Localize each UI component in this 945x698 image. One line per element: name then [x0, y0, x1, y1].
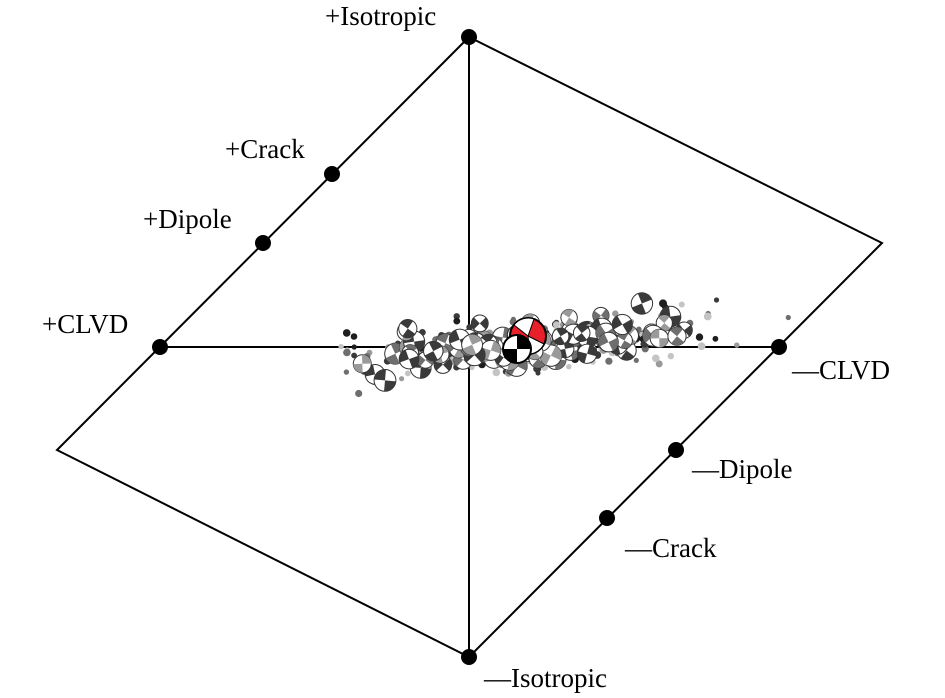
- point-pos-isotropic: [461, 29, 477, 45]
- event-dot: [355, 389, 363, 398]
- event-dot: [469, 365, 475, 371]
- point-neg-isotropic: [461, 649, 477, 665]
- event-dot: [399, 376, 405, 382]
- label-pos-isotropic: +Isotropic: [325, 1, 436, 31]
- event-beachball: [576, 343, 598, 364]
- event-dot: [453, 313, 460, 320]
- event-dot: [466, 324, 473, 331]
- event-dot: [566, 364, 572, 370]
- label-neg-isotropic: —Isotropic: [483, 663, 607, 693]
- event-dot: [350, 333, 358, 340]
- event-dot: [492, 368, 501, 377]
- event-dot: [535, 370, 541, 376]
- event-dot: [678, 301, 685, 308]
- event-beachball: [461, 333, 484, 356]
- event-dot: [351, 352, 357, 359]
- event-dot: [695, 333, 704, 341]
- label-pos-crack: +Crack: [225, 134, 305, 164]
- event-beachball: [398, 319, 418, 339]
- event-beachball: [352, 354, 372, 374]
- event-beachball: [398, 348, 420, 370]
- event-dot: [404, 370, 411, 377]
- event-dot: [510, 316, 516, 322]
- point-pos-crack: [324, 166, 340, 182]
- event-dot: [453, 317, 461, 325]
- point-neg-crack: [599, 510, 615, 526]
- event-dot: [655, 360, 663, 368]
- event-dot: [633, 357, 639, 363]
- black-beachball-main: [502, 334, 532, 364]
- event-dot: [667, 352, 674, 360]
- point-pos-dipole: [255, 235, 271, 251]
- event-dot: [343, 369, 350, 375]
- event-dot: [338, 343, 344, 350]
- event-dot: [652, 354, 660, 363]
- label-pos-dipole: +Dipole: [143, 204, 232, 234]
- event-dot: [703, 312, 712, 321]
- event-dot: [342, 329, 351, 337]
- label-neg-dipole: —Dipole: [691, 454, 793, 484]
- label-neg-crack: —Crack: [624, 533, 717, 563]
- event-beachball: [649, 328, 669, 348]
- event-beachball: [630, 292, 654, 315]
- event-dot: [605, 357, 613, 365]
- event-beachball: [667, 326, 687, 346]
- event-cloud: [338, 292, 791, 398]
- label-pos-clvd: +CLVD: [42, 309, 128, 339]
- event-beachball: [560, 308, 578, 327]
- event-dot: [734, 342, 740, 348]
- event-beachball: [572, 324, 591, 342]
- point-neg-clvd: [771, 339, 787, 355]
- event-beachball: [373, 368, 397, 392]
- event-dot: [351, 344, 357, 350]
- event-dot: [697, 342, 706, 351]
- event-beachball: [551, 327, 570, 346]
- label-neg-clvd: —CLVD: [791, 355, 890, 385]
- event-dot: [612, 310, 619, 317]
- event-dot: [712, 335, 719, 342]
- point-pos-clvd: [152, 339, 168, 355]
- event-beachball: [598, 331, 619, 353]
- event-beachball: [470, 314, 489, 333]
- event-dot: [713, 297, 720, 303]
- event-dot: [785, 314, 791, 321]
- point-neg-dipole: [668, 442, 684, 458]
- event-dot: [552, 321, 560, 329]
- event-beachball: [423, 340, 444, 362]
- event-beachball: [611, 313, 633, 336]
- event-dot: [343, 348, 351, 357]
